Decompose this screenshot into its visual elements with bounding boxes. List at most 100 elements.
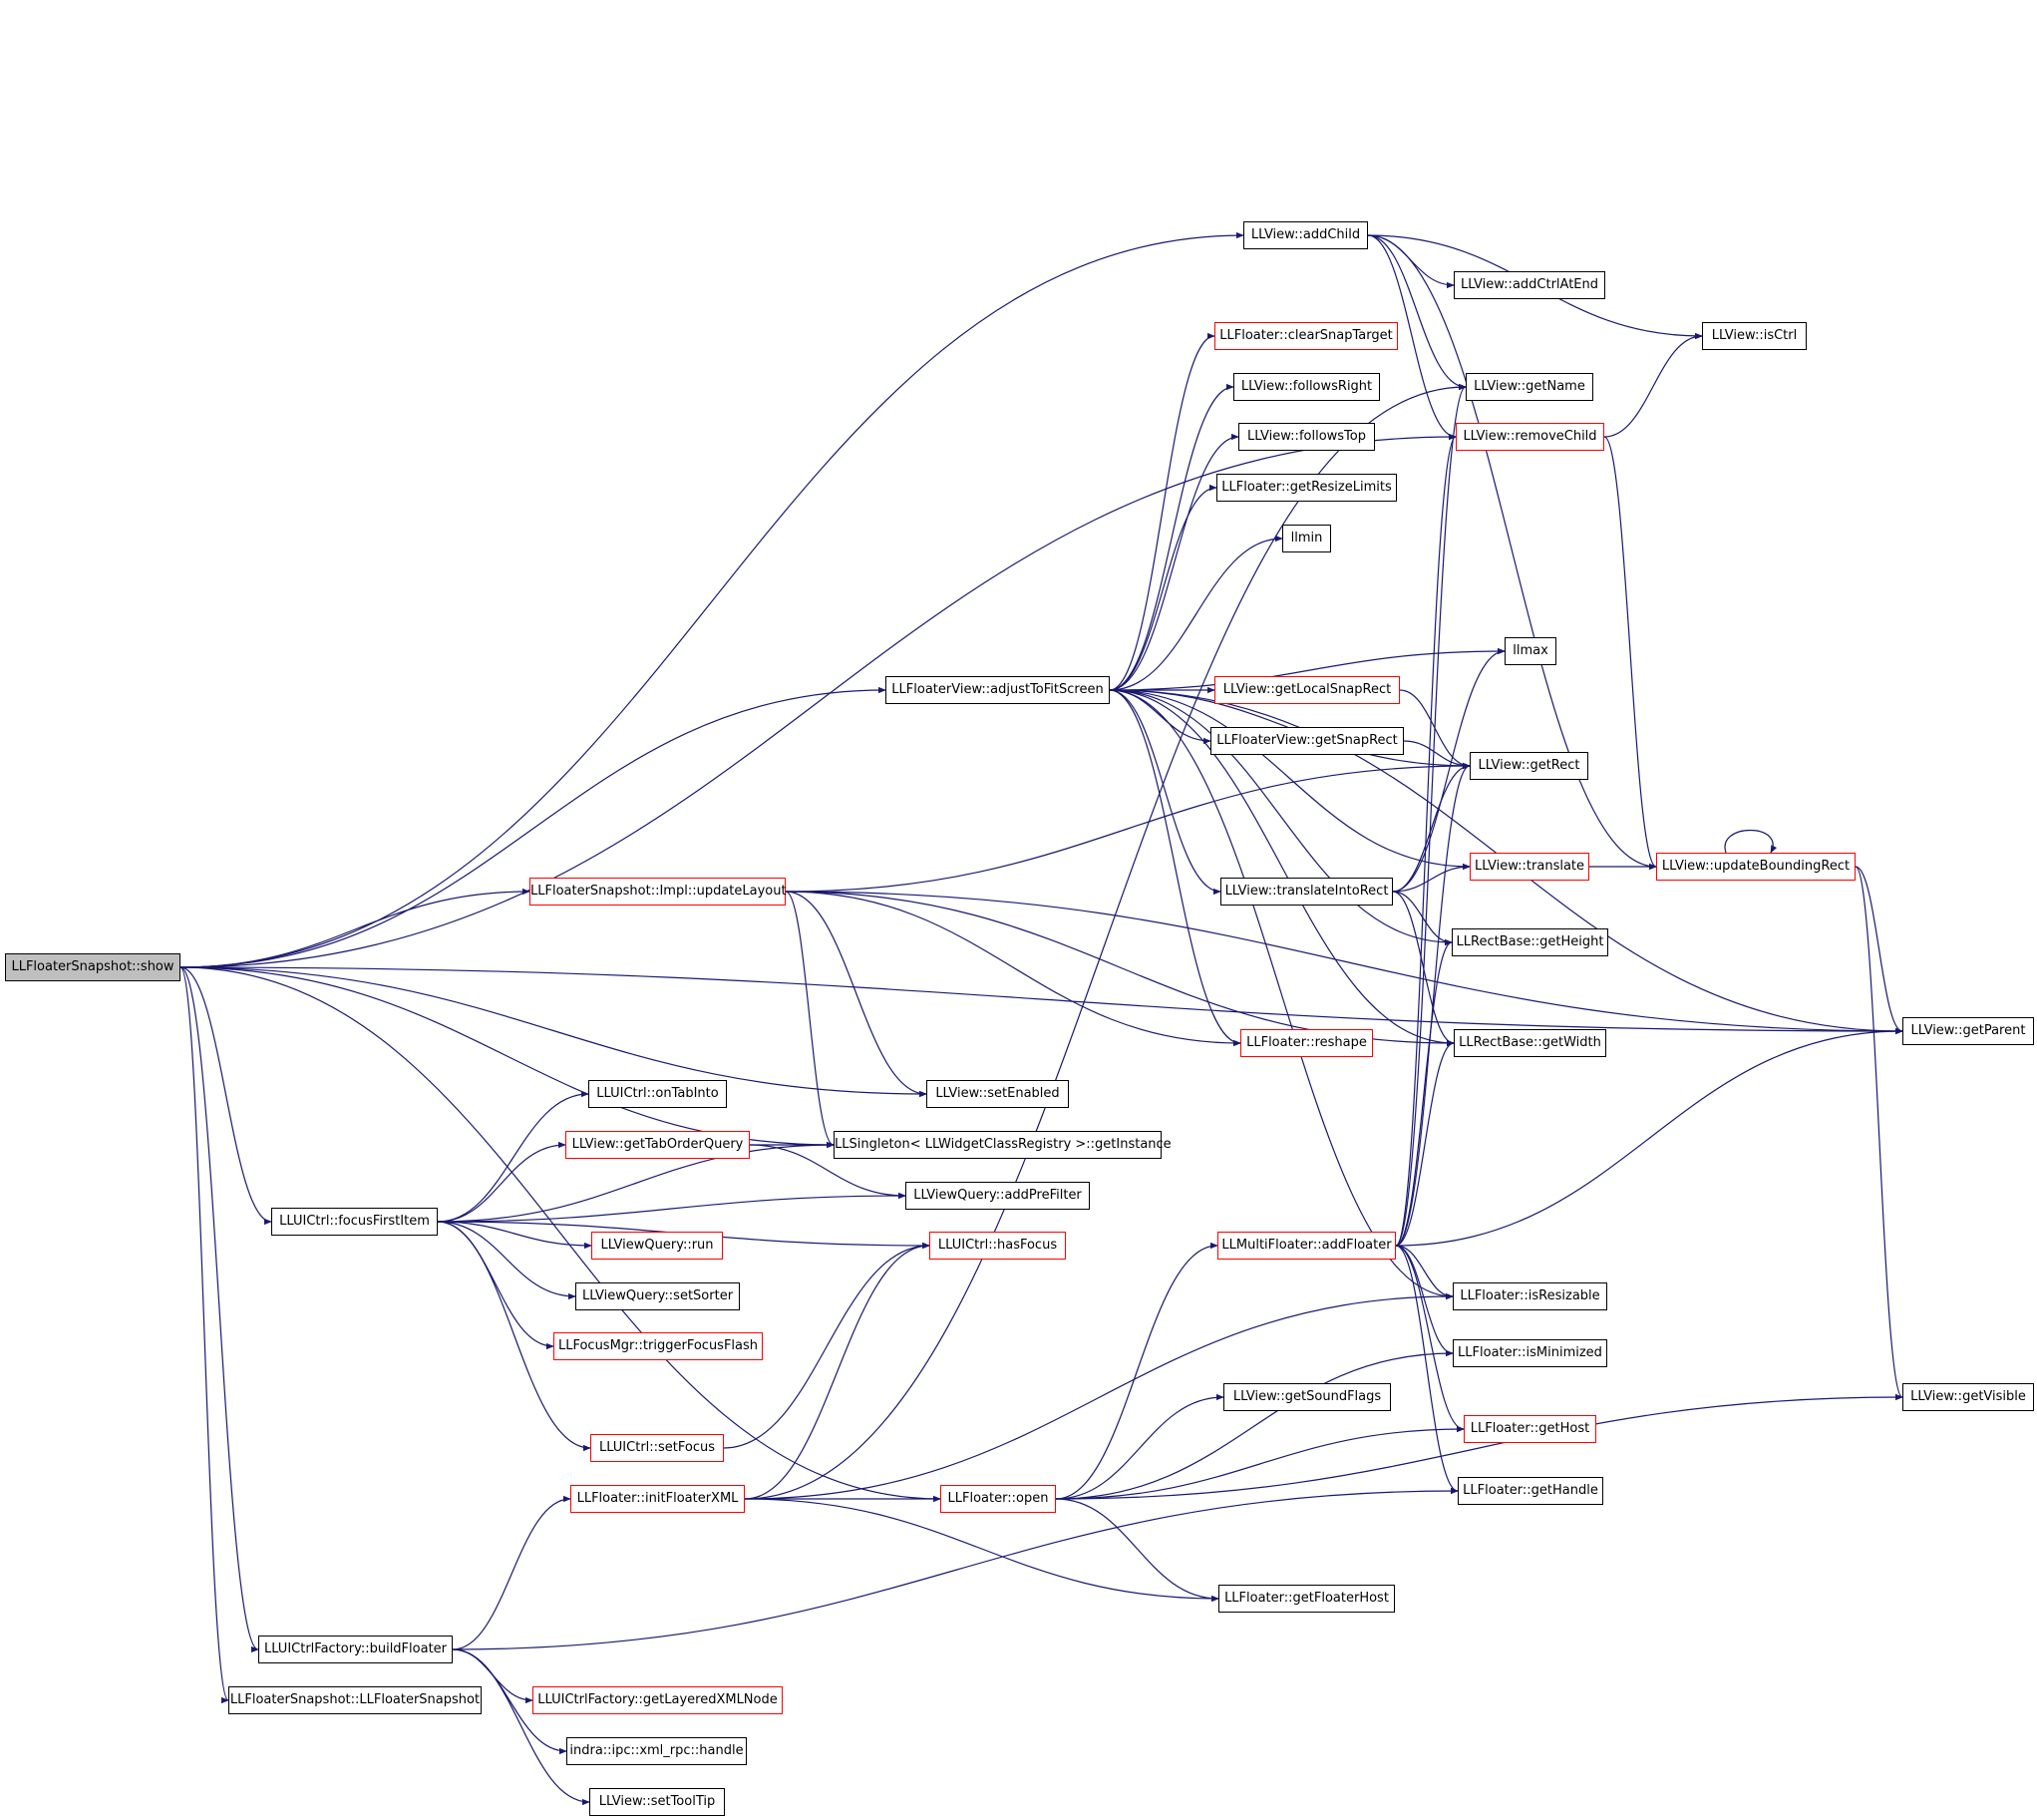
edge-open-to-is_minimized bbox=[1055, 1349, 1454, 1500]
node-get-layered-xml-node[interactable]: LLUICtrlFactory::getLayeredXMLNode bbox=[532, 1686, 783, 1714]
node-set-enabled[interactable]: LLView::setEnabled bbox=[926, 1080, 1069, 1108]
node-is-ctrl[interactable]: LLView::isCtrl bbox=[1702, 322, 1807, 350]
edge-translate_into_rect-to-llmax bbox=[1392, 647, 1506, 893]
node-get-visible[interactable]: LLView::getVisible bbox=[1902, 1383, 2034, 1411]
edge-add_child-to-remove_child bbox=[1367, 234, 1457, 441]
node-open[interactable]: LLFloater::open bbox=[940, 1485, 1056, 1513]
node-adjust-to-fit-screen[interactable]: LLFloaterView::adjustToFitScreen bbox=[885, 676, 1110, 704]
node-set-tool-tip[interactable]: LLView::setToolTip bbox=[589, 1788, 725, 1816]
edge-add_floater-to-remove_child bbox=[1395, 434, 1457, 1247]
node-constructor[interactable]: LLFloaterSnapshot::LLFloaterSnapshot bbox=[228, 1686, 482, 1714]
node-set-sorter[interactable]: LLViewQuery::setSorter bbox=[575, 1282, 740, 1310]
node-get-local-snap-rect[interactable]: LLView::getLocalSnapRect bbox=[1214, 676, 1400, 704]
node-update-bounding-rect[interactable]: LLView::updateBoundingRect bbox=[1656, 853, 1856, 881]
edge-update_layout-to-get_width bbox=[785, 891, 1455, 1047]
node-update-layout[interactable]: LLFloaterSnapshot::Impl::updateLayout bbox=[529, 878, 787, 906]
node-llmin[interactable]: llmin bbox=[1282, 525, 1331, 552]
node-has-focus[interactable]: LLUICtrl::hasFocus bbox=[929, 1232, 1066, 1260]
node-translate-into-rect[interactable]: LLView::translateIntoRect bbox=[1220, 878, 1393, 906]
node-follows-top[interactable]: LLView::followsTop bbox=[1238, 423, 1375, 451]
edge-root-to-get_instance bbox=[179, 966, 835, 1149]
edge-add_floater-to-is_minimized bbox=[1395, 1245, 1454, 1357]
node-set-focus[interactable]: LLUICtrl::setFocus bbox=[590, 1434, 724, 1462]
edge-root-to-focus_first_item bbox=[179, 966, 272, 1226]
node-build-floater[interactable]: LLUICtrlFactory::buildFloater bbox=[258, 1636, 453, 1663]
node-llmax[interactable]: llmax bbox=[1505, 637, 1556, 665]
edge-translate_into_rect-to-translate bbox=[1392, 863, 1471, 893]
node-get-host[interactable]: LLFloater::getHost bbox=[1464, 1415, 1596, 1443]
node-run[interactable]: LLViewQuery::run bbox=[591, 1232, 723, 1260]
node-is-minimized[interactable]: LLFloater::isMinimized bbox=[1453, 1339, 1607, 1367]
node-init-floater-xml[interactable]: LLFloater::initFloaterXML bbox=[570, 1485, 745, 1513]
node-get-floater-host[interactable]: LLFloater::getFloaterHost bbox=[1218, 1585, 1395, 1613]
edge-remove_child-to-is_ctrl bbox=[1603, 332, 1703, 438]
node-get-snap-rect[interactable]: LLFloaterView::getSnapRect bbox=[1210, 727, 1404, 755]
edge-init_floater_xml-to-get_floater_host bbox=[744, 1498, 1219, 1603]
node-add-child[interactable]: LLView::addChild bbox=[1243, 221, 1368, 249]
edge-root-to-build_floater bbox=[179, 966, 259, 1653]
node-get-name[interactable]: LLView::getName bbox=[1466, 373, 1593, 401]
node-focus-first-item[interactable]: LLUICtrl::focusFirstItem bbox=[271, 1208, 438, 1236]
edge-adjust_to_fit_screen-to-reshape bbox=[1109, 689, 1241, 1047]
edge-add_floater-to-is_resizable bbox=[1395, 1245, 1454, 1300]
edge-focus_first_item-to-set_focus bbox=[437, 1221, 591, 1452]
node-add-ctrl-at-end[interactable]: LLView::addCtrlAtEnd bbox=[1454, 271, 1605, 299]
edge-set_focus-to-has_focus bbox=[723, 1242, 930, 1449]
node-follows-right[interactable]: LLView::followsRight bbox=[1233, 373, 1380, 401]
node-clear-snap-target[interactable]: LLFloater::clearSnapTarget bbox=[1214, 322, 1398, 350]
node-add-floater[interactable]: LLMultiFloater::addFloater bbox=[1217, 1232, 1396, 1260]
node-reshape[interactable]: LLFloater::reshape bbox=[1240, 1029, 1373, 1057]
edge-open-to-get_visible bbox=[1055, 1393, 1903, 1500]
node-translate[interactable]: LLView::translate bbox=[1470, 853, 1589, 881]
edge-update_layout-to-get_rect bbox=[785, 762, 1471, 893]
node-get-sound-flags[interactable]: LLView::getSoundFlags bbox=[1223, 1383, 1391, 1411]
edge-open-to-get_host bbox=[1055, 1425, 1465, 1500]
edge-adjust_to_fit_screen-to-follows_top bbox=[1109, 433, 1239, 691]
node-get-tab-order-query[interactable]: LLView::getTabOrderQuery bbox=[565, 1131, 750, 1159]
node-get-instance[interactable]: LLSingleton< LLWidgetClassRegistry >::ge… bbox=[834, 1131, 1172, 1159]
node-on-tab-into[interactable]: LLUICtrl::onTabInto bbox=[588, 1080, 727, 1108]
edge-init_floater_xml-to-get_name bbox=[744, 383, 1467, 1500]
node-root[interactable]: LLFloaterSnapshot::show bbox=[5, 953, 180, 981]
node-remove-child[interactable]: LLView::removeChild bbox=[1456, 423, 1604, 451]
edge-root-to-set_enabled bbox=[179, 966, 927, 1098]
node-xml-rpc-handle[interactable]: indra::ipc::xml_rpc::handle bbox=[566, 1737, 747, 1765]
node-trigger-focus-flash[interactable]: LLFocusMgr::triggerFocusFlash bbox=[553, 1332, 763, 1360]
node-add-pre-filter[interactable]: LLViewQuery::addPreFilter bbox=[905, 1182, 1090, 1210]
edge-open-to-get_floater_host bbox=[1055, 1498, 1219, 1603]
edge-update_bounding_rect-to-update_bounding_rect bbox=[1724, 829, 1778, 854]
edge-update_layout-to-get_parent bbox=[785, 891, 1903, 1035]
edge-open-to-get_sound_flags bbox=[1055, 1393, 1224, 1500]
edge-update_layout-to-get_instance bbox=[785, 891, 835, 1149]
edge-update_bounding_rect-to-get_visible bbox=[1855, 866, 1903, 1401]
edge-adjust_to_fit_screen-to-is_resizable bbox=[1109, 689, 1454, 1300]
edge-add_floater-to-get_name bbox=[1395, 383, 1467, 1247]
node-get-handle[interactable]: LLFloater::getHandle bbox=[1458, 1477, 1603, 1505]
node-get-rect[interactable]: LLView::getRect bbox=[1470, 752, 1588, 780]
edge-adjust_to_fit_screen-to-translate_into_rect bbox=[1109, 689, 1221, 896]
edge-init_floater_xml-to-has_focus bbox=[744, 1242, 930, 1500]
edge-translate_into_rect-to-get_rect bbox=[1392, 762, 1471, 893]
node-get-parent[interactable]: LLView::getParent bbox=[1902, 1017, 2034, 1045]
edge-add_floater-to-get_height bbox=[1395, 938, 1453, 1247]
edge-root-to-get_parent bbox=[179, 966, 1903, 1035]
edge-adjust_to_fit_screen-to-clear_snap_target bbox=[1109, 332, 1215, 691]
edge-add_floater-to-get_parent bbox=[1395, 1027, 1903, 1247]
edge-focus_first_item-to-get_tab_order_query bbox=[437, 1141, 566, 1223]
edge-root-to-add_child bbox=[179, 231, 1244, 968]
edge-adjust_to_fit_screen-to-llmax bbox=[1109, 647, 1506, 691]
node-get-resize-limits[interactable]: LLFloater::getResizeLimits bbox=[1216, 474, 1397, 502]
edge-root-to-constructor bbox=[179, 966, 229, 1703]
node-is-resizable[interactable]: LLFloater::isResizable bbox=[1453, 1282, 1607, 1310]
node-get-width[interactable]: LLRectBase::getWidth bbox=[1454, 1029, 1606, 1057]
edge-focus_first_item-to-set_sorter bbox=[437, 1221, 576, 1300]
edge-remove_child-to-update_bounding_rect bbox=[1603, 436, 1657, 871]
edge-adjust_to_fit_screen-to-get_height bbox=[1109, 689, 1453, 946]
node-get-height[interactable]: LLRectBase::getHeight bbox=[1452, 928, 1608, 956]
edge-adjust_to_fit_screen-to-get_width bbox=[1109, 689, 1455, 1047]
edge-adjust_to_fit_screen-to-translate bbox=[1109, 689, 1471, 871]
edge-build_floater-to-set_tool_tip bbox=[452, 1648, 590, 1806]
edge-init_floater_xml-to-is_resizable bbox=[744, 1292, 1454, 1500]
edge-update_bounding_rect-to-get_parent bbox=[1855, 866, 1903, 1035]
